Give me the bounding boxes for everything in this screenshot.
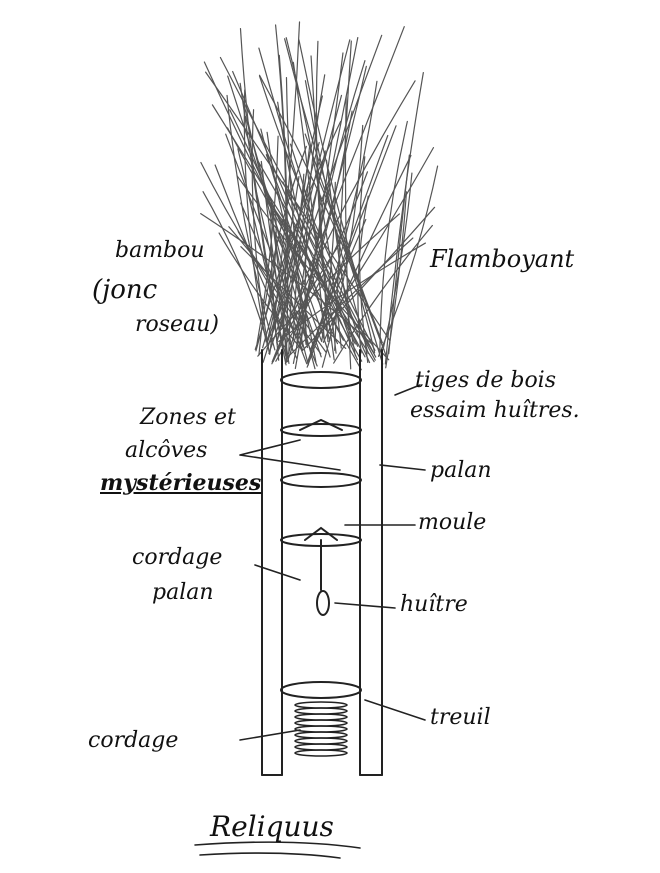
label-essaim: essaim huîtres. bbox=[410, 398, 580, 423]
flame-stroke bbox=[239, 82, 279, 346]
flame-stroke bbox=[226, 127, 362, 371]
coil-turn bbox=[294, 701, 348, 709]
label-treuil: treuil bbox=[430, 705, 491, 730]
flame-stroke bbox=[270, 205, 366, 358]
flame-stroke bbox=[321, 181, 336, 342]
flame-stroke bbox=[266, 231, 292, 345]
coil-turn bbox=[294, 719, 348, 727]
flame-stroke bbox=[334, 40, 352, 351]
flame-stroke bbox=[301, 206, 436, 352]
flame-stroke bbox=[358, 156, 369, 364]
flame-stroke bbox=[300, 60, 366, 344]
label-jonc: (jonc bbox=[92, 275, 158, 305]
flame-stroke bbox=[310, 125, 397, 350]
flame-stroke bbox=[286, 110, 353, 363]
coil-turn bbox=[294, 737, 348, 745]
coil-turn bbox=[294, 731, 348, 739]
flame-stroke bbox=[268, 34, 383, 355]
flame-stroke bbox=[284, 38, 383, 344]
flame-stroke bbox=[260, 160, 290, 365]
coil-turn bbox=[294, 713, 348, 721]
flame-stroke bbox=[270, 201, 304, 348]
coil-turn bbox=[294, 743, 348, 751]
flame-stroke bbox=[310, 55, 329, 343]
coil-turn bbox=[294, 725, 348, 733]
flame-stroke bbox=[336, 229, 371, 364]
label-flamboyant: Flamboyant bbox=[430, 245, 575, 273]
flame-stroke bbox=[226, 94, 276, 351]
label-moule: moule bbox=[418, 510, 487, 535]
label-huitre: huître bbox=[400, 592, 468, 617]
flame-stroke bbox=[357, 195, 369, 354]
flame-stroke bbox=[237, 148, 288, 361]
label-palan: palan bbox=[430, 458, 492, 483]
flame-stroke bbox=[379, 120, 408, 355]
flame-stroke bbox=[333, 224, 433, 364]
flame-stroke bbox=[292, 61, 326, 342]
coil-turn bbox=[294, 707, 348, 715]
winch-coil bbox=[294, 701, 348, 757]
label-cordage: cordage bbox=[88, 728, 179, 753]
drawing-title: Reliquus bbox=[210, 810, 334, 843]
label-roseau: roseau) bbox=[135, 312, 219, 337]
label-alcoves: alcôves bbox=[125, 438, 208, 463]
flame-stroke bbox=[266, 131, 323, 343]
coil-turn bbox=[294, 749, 348, 757]
flame-stroke bbox=[243, 89, 267, 343]
label-cordage-palan-1: cordage bbox=[132, 545, 223, 570]
label-mysterieuses: mystérieuses bbox=[100, 470, 262, 496]
leader-lines bbox=[194, 384, 426, 859]
flame-stroke bbox=[271, 26, 405, 363]
flame-stroke bbox=[205, 71, 391, 342]
flame-stroke bbox=[315, 40, 335, 361]
label-tiges: tiges de bois bbox=[415, 368, 557, 393]
flame-strokes bbox=[200, 21, 439, 371]
flame-stroke bbox=[240, 202, 308, 365]
label-bambou: bambou bbox=[115, 238, 205, 263]
flame-stroke bbox=[274, 231, 308, 349]
flame-stroke bbox=[219, 56, 377, 358]
tube-outline bbox=[261, 349, 383, 776]
flame-stroke bbox=[276, 94, 343, 344]
flame-stroke bbox=[254, 210, 277, 351]
label-cordage-palan-2: palan bbox=[152, 580, 214, 605]
label-zones: Zones et bbox=[140, 405, 236, 430]
flame-stroke bbox=[382, 172, 413, 350]
flame-stroke bbox=[306, 218, 367, 368]
flame-stroke bbox=[298, 39, 384, 365]
flame-stroke bbox=[214, 164, 298, 360]
flame-stroke bbox=[313, 147, 435, 343]
flame-stroke bbox=[384, 72, 424, 365]
flame-stroke bbox=[285, 77, 307, 346]
